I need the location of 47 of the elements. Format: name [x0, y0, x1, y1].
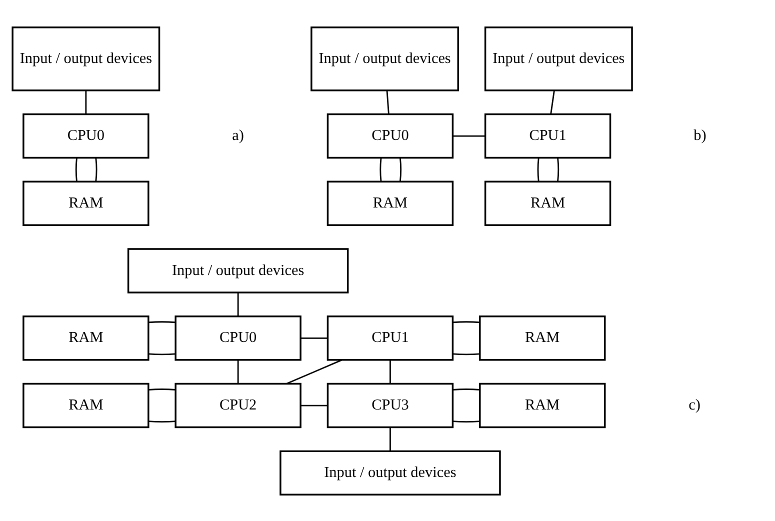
connector — [237, 292, 239, 316]
node-box: CPU3 — [326, 382, 454, 428]
node-box: Input / output devices — [127, 248, 349, 293]
connector — [85, 90, 87, 114]
node-box: Input / output devices — [484, 26, 633, 91]
connector — [237, 360, 239, 383]
connector — [148, 352, 176, 355]
node-box: Input / output devices — [12, 26, 160, 91]
connector — [390, 427, 391, 450]
connector — [390, 360, 391, 383]
node-box: Input / output devices — [310, 26, 459, 91]
connector — [452, 388, 480, 390]
connector — [148, 388, 176, 390]
node-box: CPU0 — [174, 315, 302, 360]
connector — [75, 158, 78, 181]
connector — [399, 158, 402, 181]
connector — [95, 158, 98, 181]
label: b) — [694, 126, 706, 144]
node-box: Input / output devices — [280, 450, 501, 496]
node-box: RAM — [22, 382, 150, 428]
node-box: RAM — [326, 180, 454, 226]
connector — [300, 336, 328, 338]
node-box: RAM — [479, 382, 606, 428]
node-box: CPU0 — [22, 112, 150, 158]
connector — [386, 90, 390, 114]
connector — [453, 134, 486, 136]
label: a) — [232, 126, 244, 144]
node-box: CPU2 — [174, 382, 302, 428]
connector — [380, 158, 382, 181]
connector — [557, 158, 560, 181]
node-box: RAM — [484, 180, 612, 226]
connector — [300, 404, 328, 406]
node-box: CPU1 — [326, 315, 454, 360]
connector — [148, 420, 176, 422]
label: c) — [688, 396, 700, 414]
node-box: RAM — [22, 180, 150, 226]
connector — [286, 358, 342, 384]
connector — [452, 320, 480, 323]
connector — [537, 158, 540, 181]
node-box: CPU1 — [484, 112, 612, 158]
connector — [452, 420, 480, 422]
node-box: RAM — [22, 315, 150, 360]
connector — [148, 320, 176, 323]
connector — [550, 90, 555, 114]
node-box: RAM — [479, 315, 606, 360]
node-box: CPU0 — [326, 112, 454, 158]
connector — [452, 352, 480, 355]
